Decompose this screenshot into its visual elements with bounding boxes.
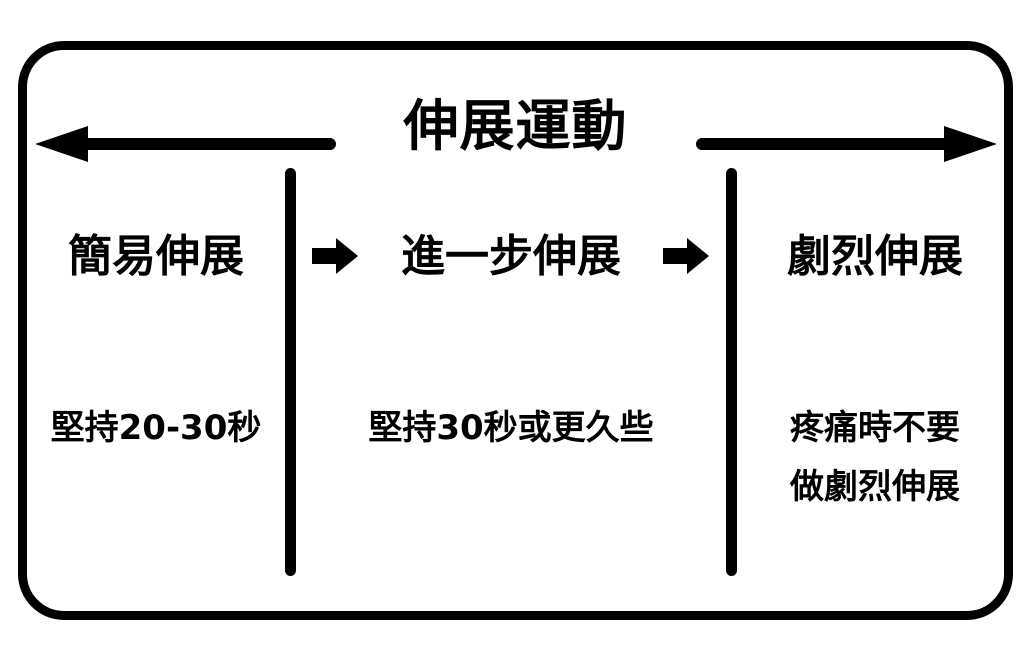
column-divider-2 <box>726 168 737 576</box>
long-left-arrow-icon <box>35 126 336 162</box>
column-label-further: 進一步伸展 <box>401 231 621 282</box>
column-label-intense: 劇烈伸展 <box>787 231 963 282</box>
column-label-row: 簡易伸展 進一步伸展 劇烈伸展 <box>0 222 1031 292</box>
column-description-further: 堅持30秒或更久些 <box>296 399 726 458</box>
page-title: 伸展運動 <box>403 94 628 158</box>
block-right-arrow-icon-2 <box>663 238 709 274</box>
block-right-arrow-icon-1 <box>312 238 358 274</box>
column-label-easy: 簡易伸展 <box>68 231 244 282</box>
column-divider-1 <box>285 168 296 576</box>
description-line: 疼痛時不要 <box>790 408 960 448</box>
description-line: 堅持30秒或更久些 <box>368 408 654 448</box>
long-right-arrow-icon <box>696 126 997 162</box>
column-description-easy: 堅持20-30秒 <box>27 399 285 458</box>
description-line: 做劇烈伸展 <box>790 467 960 507</box>
column-description-intense: 疼痛時不要 做劇烈伸展 <box>737 399 1013 517</box>
description-line: 堅持20-30秒 <box>50 408 262 448</box>
diagram-frame <box>18 41 1013 620</box>
